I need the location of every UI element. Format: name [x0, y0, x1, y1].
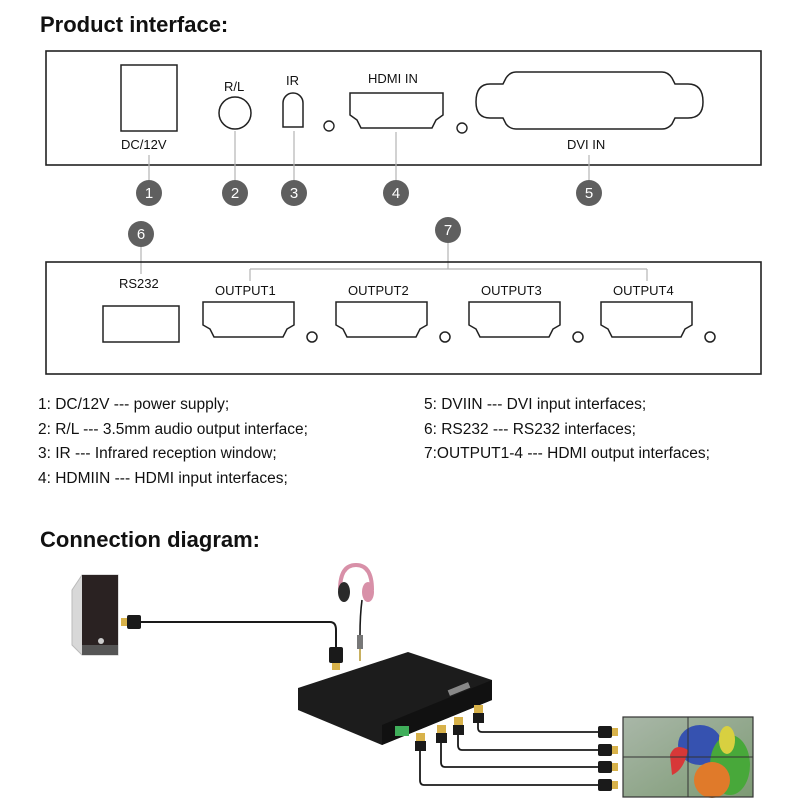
legend-item: 5: DVIIN --- DVI input interfaces; [424, 396, 647, 413]
badge-number: 6 [137, 226, 145, 243]
port-label-rl: R/L [224, 79, 245, 94]
indicator-led-icon [572, 331, 584, 343]
port-label-output2: OUTPUT2 [348, 283, 409, 298]
hdmi-in-port-icon [349, 92, 444, 129]
hdmi-output-2-icon [335, 301, 428, 338]
badge-number: 2 [231, 185, 239, 202]
legend-left: 1: DC/12V --- power supply; 2: R/L --- 3… [38, 393, 308, 491]
badge-number: 3 [290, 185, 298, 202]
hdmi-output-4-icon [600, 301, 693, 338]
audio-jack-icon [218, 96, 252, 130]
port-label-ir: IR [286, 73, 299, 88]
video-wall-icon [622, 716, 754, 798]
legend-item: 3: IR --- Infrared reception window; [38, 445, 277, 462]
legend-item: 4: HDMIIN --- HDMI input interfaces; [38, 469, 288, 487]
legend-item: 6: RS232 --- RS232 interfaces; [424, 420, 636, 438]
callout-badge-5 [576, 180, 602, 206]
rear-panel [45, 261, 762, 375]
pc-tower-icon [71, 574, 119, 656]
indicator-led-icon [439, 331, 451, 343]
port-label-output1: OUTPUT1 [215, 283, 276, 298]
callout-badges: 1 2 3 4 5 6 7 [128, 180, 602, 247]
product-interface-heading: Product interface: [40, 12, 229, 37]
dc-power-port-icon [120, 64, 178, 132]
badge-number: 5 [585, 185, 593, 202]
callout-badge-2 [222, 180, 248, 206]
indicator-led-icon [456, 122, 468, 134]
front-panel [45, 50, 762, 166]
legend-item: 7:OUTPUT1-4 --- HDMI output interfaces; [424, 445, 710, 462]
connection-diagram-heading: Connection diagram: [40, 527, 261, 552]
hdmi-connectors [415, 705, 618, 791]
indicator-led-icon [323, 120, 335, 132]
hdmi-output-1-icon [202, 301, 295, 338]
badge-number: 7 [444, 222, 452, 239]
legend-item: 1: DC/12V --- power supply; [38, 396, 230, 413]
badge-number: 4 [392, 185, 400, 202]
port-label-output4: OUTPUT4 [613, 283, 674, 298]
hdmi-cables-output [419, 720, 600, 786]
video-wall-controller-icon [298, 652, 492, 745]
callout-badge-1 [136, 180, 162, 206]
legend-right: 5: DVIIN --- DVI input interfaces; 6: RS… [424, 393, 710, 467]
port-label-rs232: RS232 [119, 276, 159, 291]
port-label-hdmi-in: HDMI IN [368, 71, 418, 86]
indicator-led-icon [704, 331, 716, 343]
legend-item: 2: R/L --- 3.5mm audio output interface; [38, 420, 308, 438]
badge-number: 1 [145, 185, 153, 202]
ir-window-icon [282, 92, 304, 128]
hdmi-cable-input [121, 615, 343, 670]
callout-badge-6 [128, 221, 154, 247]
callout-badge-7 [435, 217, 461, 243]
rs232-port-icon [102, 305, 180, 343]
port-label-dvi-in: DVI IN [567, 137, 606, 152]
headphones-icon [338, 562, 374, 661]
port-label-output3: OUTPUT3 [481, 283, 542, 298]
callout-badge-3 [281, 180, 307, 206]
port-label-dc12v: DC/12V [121, 137, 167, 152]
hdmi-output-3-icon [468, 301, 561, 338]
callout-badge-4 [383, 180, 409, 206]
dvi-in-port-icon [475, 71, 704, 130]
indicator-led-icon [306, 331, 318, 343]
